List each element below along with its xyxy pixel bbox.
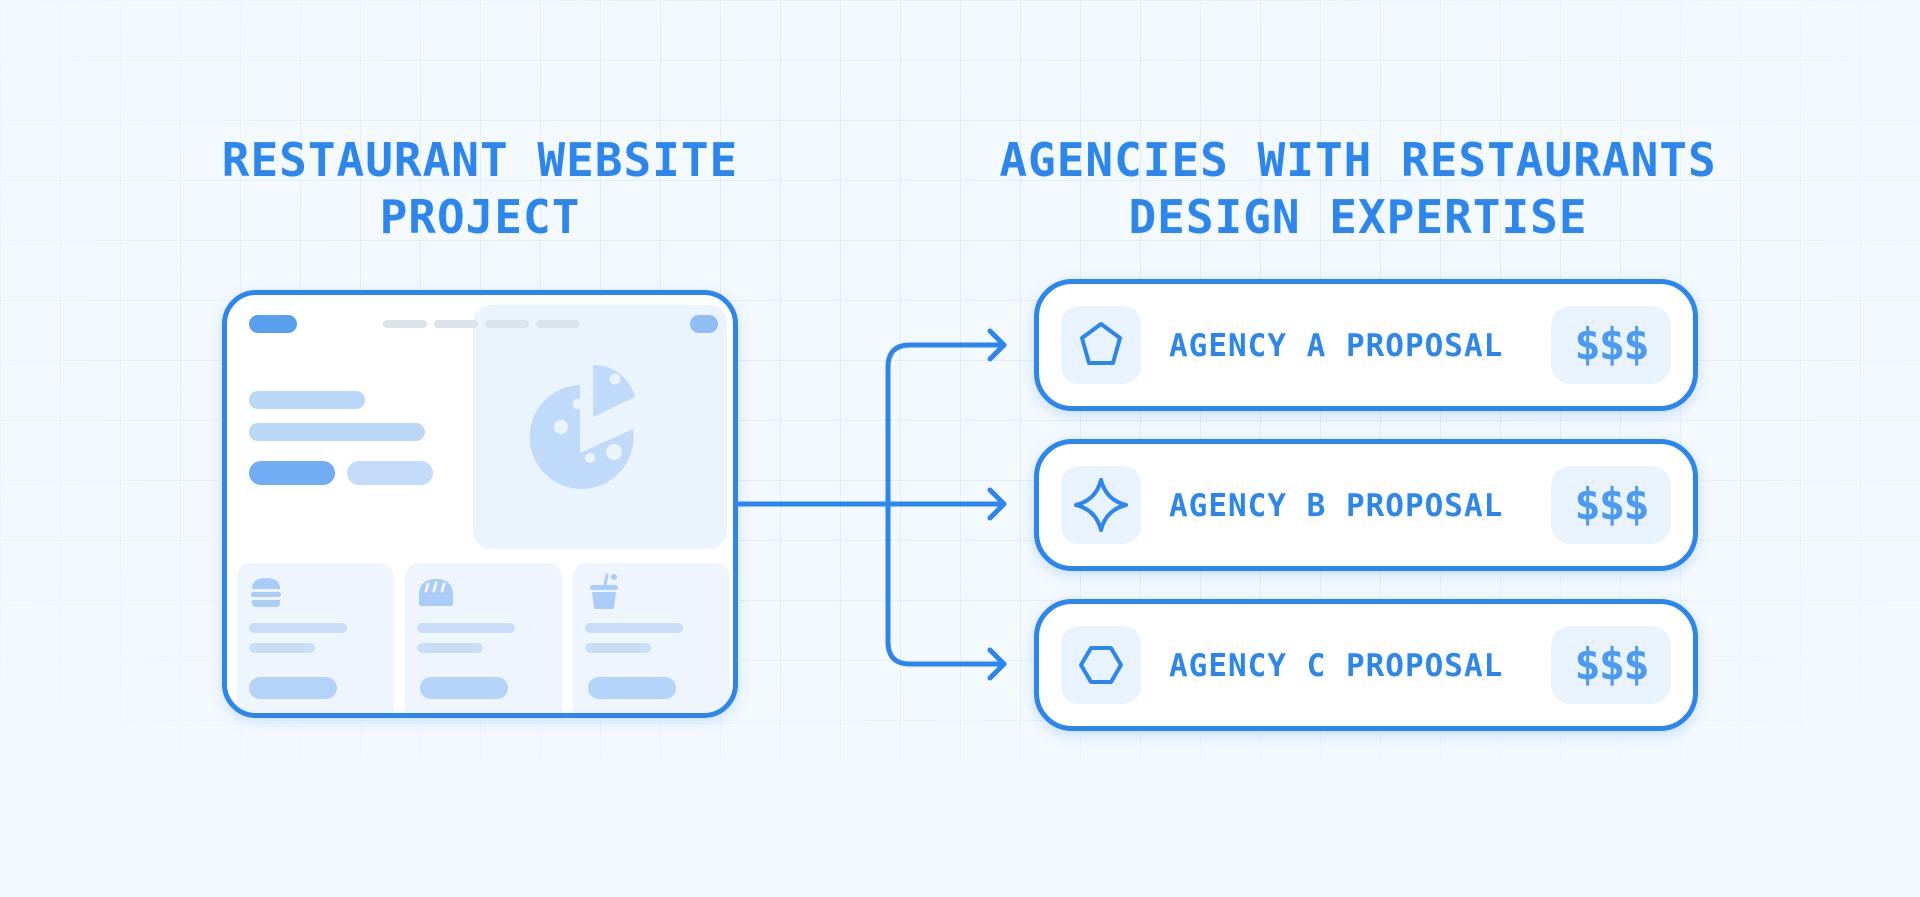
card-3-text-line	[585, 643, 651, 653]
agencies-heading-line-1: AGENCIES WITH RESTAURANTS	[999, 133, 1717, 187]
sparkle-icon	[1074, 478, 1128, 532]
mockup-primary-button	[249, 461, 335, 485]
card-2-button	[420, 677, 508, 699]
card-2-title-line	[417, 623, 515, 633]
pentagon-icon	[1080, 322, 1122, 365]
project-heading-line-2: PROJECT	[379, 190, 581, 244]
agency-a-price: $$$	[1551, 306, 1671, 384]
agency-c-icon-box	[1061, 626, 1141, 704]
card-1-text-line	[249, 643, 315, 653]
agency-b-label: AGENCY B PROPOSAL	[1169, 488, 1504, 524]
pizza-icon	[529, 364, 635, 489]
project-heading: RESTAURANT WEBSITE PROJECT	[180, 132, 780, 246]
agency-b-icon-box	[1061, 466, 1141, 544]
card-2-text-line	[417, 643, 483, 653]
agency-a-icon-box	[1061, 306, 1141, 384]
card-1-title-line	[249, 623, 347, 633]
arrowhead-c	[987, 647, 1007, 681]
hexagon-icon	[1079, 646, 1123, 684]
mockup-card-3	[573, 563, 730, 713]
mockup-card-2	[405, 563, 562, 713]
agency-c-price: $$$	[1551, 626, 1671, 704]
arrowhead-a	[987, 328, 1007, 362]
card-3-button	[588, 677, 676, 699]
mockup-subtitle-line	[249, 423, 425, 441]
bread-icon	[419, 579, 453, 606]
hero-image-panel	[473, 305, 727, 549]
agencies-heading: AGENCIES WITH RESTAURANTS DESIGN EXPERTI…	[958, 132, 1758, 246]
mockup-logo-bar	[249, 315, 297, 333]
agency-a-card: AGENCY A PROPOSAL $$$	[1034, 279, 1698, 411]
agency-c-card: AGENCY C PROPOSAL $$$	[1034, 599, 1698, 731]
agency-c-label: AGENCY C PROPOSAL	[1169, 648, 1504, 684]
card-3-title-line	[585, 623, 683, 633]
mockup-title-line	[249, 391, 365, 409]
burger-icon	[251, 578, 281, 607]
card-1-button	[249, 677, 337, 699]
agency-b-card: AGENCY B PROPOSAL $$$	[1034, 439, 1698, 571]
arrowhead-b	[987, 487, 1007, 521]
agency-a-label: AGENCY A PROPOSAL	[1169, 328, 1504, 364]
mockup-secondary-button	[347, 461, 433, 485]
mockup-card-1	[237, 563, 394, 713]
agencies-heading-line-2: DESIGN EXPERTISE	[1128, 190, 1588, 244]
website-mockup	[222, 290, 738, 718]
branch-connector	[885, 342, 1007, 667]
drink-cup-icon	[590, 573, 618, 609]
project-heading-line-1: RESTAURANT WEBSITE	[221, 133, 739, 187]
mockup-menu-button	[690, 315, 718, 333]
agency-b-price: $$$	[1551, 466, 1671, 544]
